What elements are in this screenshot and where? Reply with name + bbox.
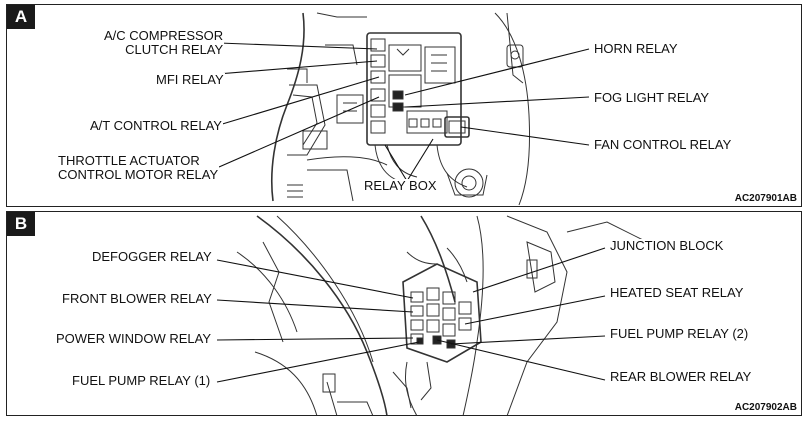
- label-fuel-pump-relay-2: FUEL PUMP RELAY (2): [609, 326, 750, 341]
- label-junction-block: JUNCTION BLOCK: [609, 238, 725, 253]
- label-line: THROTTLE ACTUATOR: [58, 153, 200, 168]
- leader-ac-compressor: [218, 42, 378, 50]
- panel-b-leader-lines: [216, 247, 606, 383]
- leader-relay-box-2: [406, 138, 434, 182]
- leader-power-window: [216, 337, 414, 341]
- leader-fuel-pump-1: [216, 341, 420, 383]
- leader-fuel-pump-2: [450, 335, 606, 345]
- label-throttle-actuator-control-motor-relay: THROTTLE ACTUATOR CONTROL MOTOR RELAY: [57, 153, 220, 182]
- leader-front-blower: [216, 299, 414, 313]
- leader-defogger: [216, 259, 414, 299]
- panel-a-engine-compartment: A: [6, 4, 802, 207]
- leader-at-control: [218, 76, 380, 126]
- leader-throttle: [218, 96, 380, 168]
- label-front-blower-relay: FRONT BLOWER RELAY: [61, 291, 213, 306]
- label-line: A/C COMPRESSOR: [104, 28, 224, 43]
- figure-code: AC207901AB: [734, 193, 797, 204]
- label-relay-box: RELAY BOX: [363, 178, 438, 193]
- panel-a-badge: A: [7, 5, 35, 29]
- panel-b-badge: B: [7, 212, 35, 236]
- panel-b-junction-block: B: [6, 211, 802, 416]
- label-horn-relay: HORN RELAY: [593, 41, 679, 56]
- leader-fog-light: [404, 96, 590, 108]
- leader-rear-blower: [436, 339, 606, 381]
- label-defogger-relay: DEFOGGER RELAY: [91, 249, 213, 264]
- label-line: CLUTCH RELAY: [125, 42, 224, 57]
- label-rear-blower-relay: REAR BLOWER RELAY: [609, 369, 753, 384]
- leader-relay-box-1: [384, 144, 408, 182]
- figure-code: AC207902AB: [734, 402, 797, 413]
- leader-horn: [404, 48, 590, 96]
- label-line: CONTROL MOTOR RELAY: [58, 167, 219, 182]
- label-fuel-pump-relay-1: FUEL PUMP RELAY (1): [71, 373, 212, 388]
- label-at-control-relay: A/T CONTROL RELAY: [89, 118, 223, 133]
- leader-heated-seat: [464, 295, 606, 325]
- label-fog-light-relay: FOG LIGHT RELAY: [593, 90, 711, 105]
- leader-junction-block: [472, 247, 606, 293]
- label-power-window-relay: POWER WINDOW RELAY: [55, 331, 213, 346]
- label-heated-seat-relay: HEATED SEAT RELAY: [609, 285, 745, 300]
- label-fan-control-relay: FAN CONTROL RELAY: [593, 137, 733, 152]
- label-mfi-relay: MFI RELAY: [155, 72, 225, 87]
- leader-fan-control: [460, 126, 590, 146]
- label-ac-compressor-clutch-relay: A/C COMPRESSOR CLUTCH RELAY: [103, 28, 225, 57]
